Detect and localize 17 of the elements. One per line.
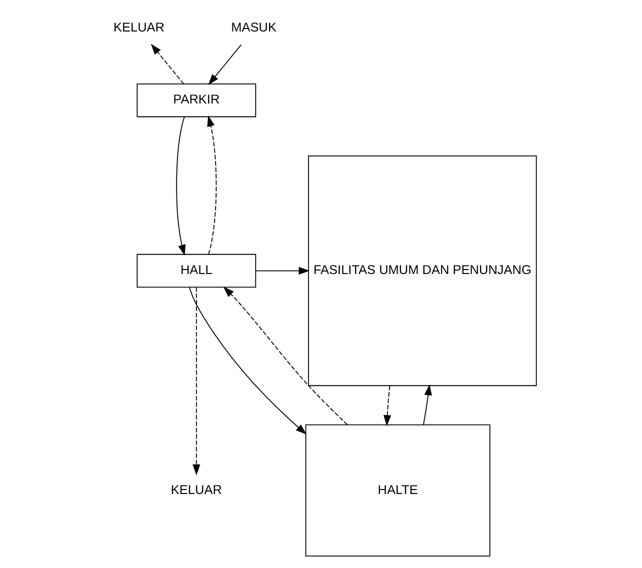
arrow [383,385,391,426]
arrow [208,44,242,85]
arrow [206,116,216,255]
arrow [422,384,432,426]
node-text: MASUK [230,20,276,35]
arrow [176,116,186,256]
arrow [188,287,306,435]
node-box: FASILITAS UMUM DAN PENUNJANG [308,156,536,386]
node-text: KELUAR [170,482,222,497]
node-box: HALTE [304,424,490,556]
arrow [255,266,310,275]
arrow [150,44,184,84]
arrow [222,286,348,426]
node-box: PARKIR [136,84,256,118]
arrow [192,286,200,476]
node-box: HALL [136,254,256,288]
node-text: KELUAR [112,20,164,35]
